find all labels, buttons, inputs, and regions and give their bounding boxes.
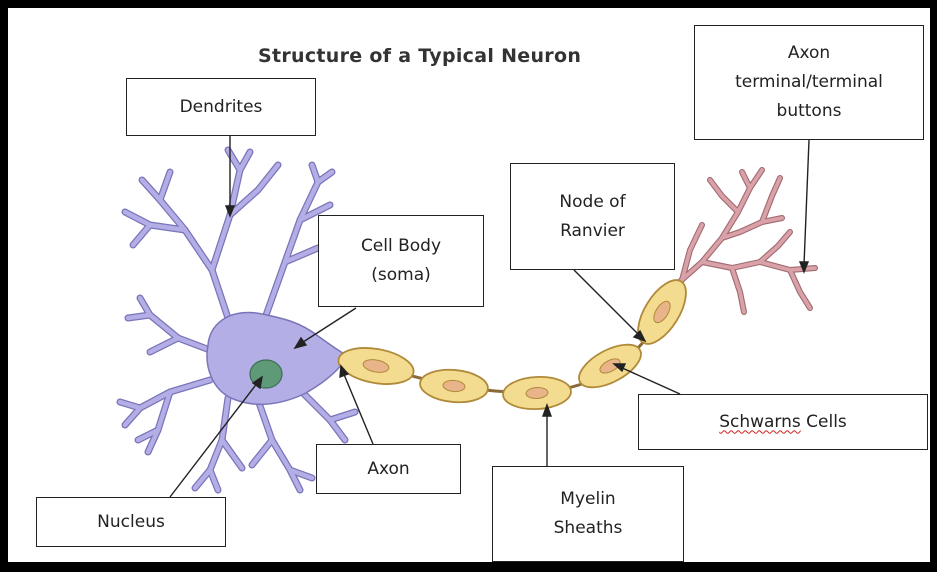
label-schwann-word2: Cells xyxy=(806,412,847,432)
myelin-segment xyxy=(629,272,696,351)
label-node-line1: Node of xyxy=(559,188,625,217)
label-axon-terminal: Axon terminal/terminal buttons xyxy=(694,25,924,140)
label-cell-body: Cell Body (soma) xyxy=(318,215,484,307)
label-node-line2: Ranvier xyxy=(560,217,625,246)
label-schwann-text: Schwarns Cells xyxy=(719,408,847,437)
label-myelin-line1: Myelin xyxy=(560,485,615,514)
label-schwann-cells: Schwarns Cells xyxy=(638,394,928,450)
label-axon-text: Axon xyxy=(367,455,409,484)
label-axon-terminal-line3: buttons xyxy=(777,97,842,126)
label-axon: Axon xyxy=(316,444,461,494)
label-dendrites: Dendrites xyxy=(126,78,316,136)
axon-terminal-shape xyxy=(676,170,815,312)
label-nucleus-text: Nucleus xyxy=(97,508,165,537)
label-node-of-ranvier: Node of Ranvier xyxy=(510,163,675,270)
myelin-segment xyxy=(502,375,572,411)
myelin-segment xyxy=(419,367,490,405)
label-dendrites-text: Dendrites xyxy=(180,93,263,122)
label-axon-terminal-line1: Axon xyxy=(788,39,830,68)
label-cell-body-line1: Cell Body xyxy=(361,232,441,261)
label-schwann-word1: Schwarns xyxy=(719,412,801,432)
label-nucleus: Nucleus xyxy=(36,497,226,547)
label-cell-body-line2: (soma) xyxy=(371,261,431,290)
label-myelin-sheaths: Myelin Sheaths xyxy=(492,466,684,562)
label-axon-terminal-line2: terminal/terminal xyxy=(735,68,883,97)
diagram-title: Structure of a Typical Neuron xyxy=(258,45,581,67)
myelin-segment xyxy=(572,336,647,396)
label-myelin-line2: Sheaths xyxy=(554,514,623,543)
